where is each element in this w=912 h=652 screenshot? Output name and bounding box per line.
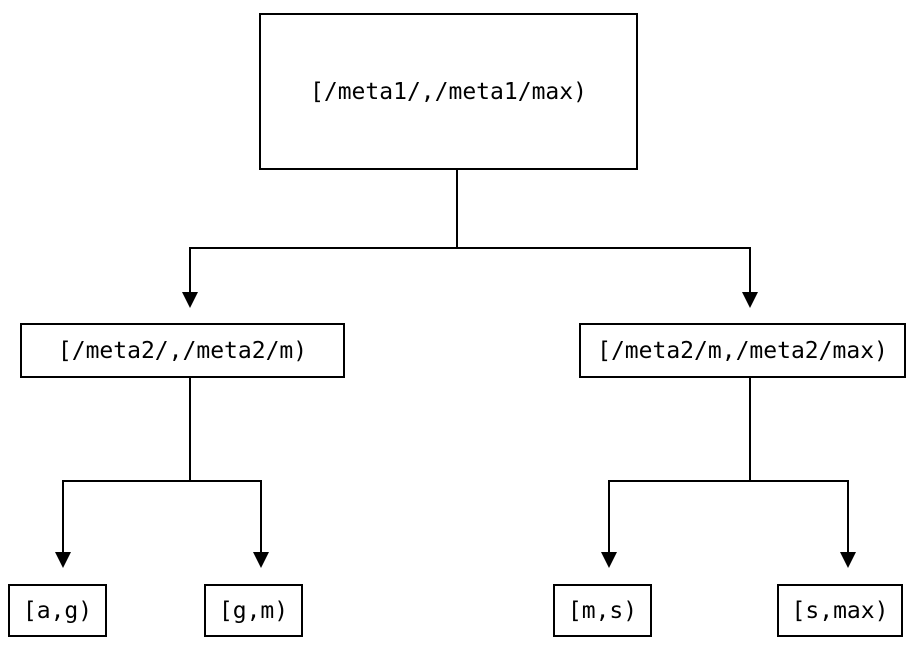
tree-leaf-gm: [g,m)	[204, 584, 303, 637]
tree-leaf-smax-label: [s,max)	[791, 597, 889, 624]
arrowhead-down-icon	[182, 292, 198, 308]
tree-leaf-ms: [m,s)	[553, 584, 652, 637]
tree-node-left-child-label: [/meta2/,/meta2/m)	[57, 337, 308, 364]
arrowhead-down-icon	[840, 552, 856, 568]
tree-leaf-smax: [s,max)	[777, 584, 903, 637]
tree-node-root: [/meta1/,/meta1/max)	[259, 13, 638, 170]
tree-node-right-child-label: [/meta2/m,/meta2/max)	[597, 337, 888, 364]
tree-leaf-ms-label: [m,s)	[567, 597, 638, 624]
tree-leaf-ag-label: [a,g)	[22, 597, 93, 624]
tree-node-root-label: [/meta1/,/meta1/max)	[310, 78, 587, 105]
tree-node-left-child: [/meta2/,/meta2/m)	[20, 323, 345, 378]
arrowhead-down-icon	[742, 292, 758, 308]
arrowhead-down-icon	[601, 552, 617, 568]
tree-leaf-gm-label: [g,m)	[218, 597, 289, 624]
tree-node-right-child: [/meta2/m,/meta2/max)	[579, 323, 906, 378]
arrowhead-down-icon	[55, 552, 71, 568]
tree-leaf-ag: [a,g)	[8, 584, 107, 637]
arrowhead-down-icon	[253, 552, 269, 568]
